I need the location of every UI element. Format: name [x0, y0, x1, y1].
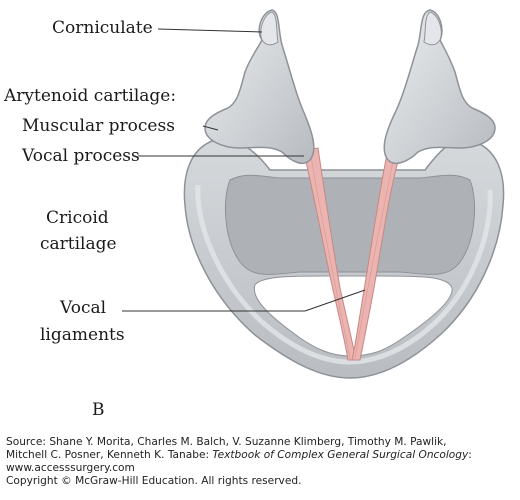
- source-book-title: Textbook of Complex General Surgical Onc…: [212, 449, 469, 461]
- arytenoid-right: [383, 9, 496, 164]
- leader-muscular-process: [202, 125, 219, 131]
- source-line-2: Mitchell C. Posner, Kenneth K. Tanabe: T…: [6, 449, 516, 462]
- label-cricoid-line2: cartilage: [40, 234, 117, 254]
- arytenoid-left: [204, 9, 315, 164]
- source-line-1: Source: Shane Y. Morita, Charles M. Balc…: [6, 436, 447, 448]
- label-arytenoid-cartilage: Arytenoid cartilage:: [4, 86, 177, 106]
- source-colon: :: [468, 449, 472, 461]
- cricoid-highlight: [195, 184, 493, 365]
- label-corniculate: Corniculate: [52, 18, 153, 38]
- panel-letter: B: [92, 400, 105, 420]
- corniculate-left: [260, 11, 279, 46]
- label-vocal-line1: Vocal: [60, 298, 107, 318]
- source-url[interactable]: www.accesssurgery.com: [6, 462, 135, 474]
- label-cricoid-line1: Cricoid: [46, 208, 109, 228]
- source-copyright: Copyright © McGraw-Hill Education. All r…: [6, 475, 302, 487]
- source-authors: Mitchell C. Posner, Kenneth K. Tanabe:: [6, 449, 213, 461]
- cricoid-lumen: [224, 174, 476, 275]
- label-vocal-process: Vocal process: [22, 146, 140, 166]
- corniculate-right: [423, 11, 442, 46]
- leader-corniculate: [157, 28, 263, 33]
- label-muscular-process: Muscular process: [22, 116, 175, 136]
- label-vocal-line2: ligaments: [40, 325, 125, 345]
- leader-vocal-ligaments-diag: [304, 289, 366, 312]
- glottis-opening: [253, 275, 453, 357]
- source-citation: Source: Shane Y. Morita, Charles M. Balc…: [6, 436, 516, 488]
- vocal-ligament-right: [351, 149, 403, 361]
